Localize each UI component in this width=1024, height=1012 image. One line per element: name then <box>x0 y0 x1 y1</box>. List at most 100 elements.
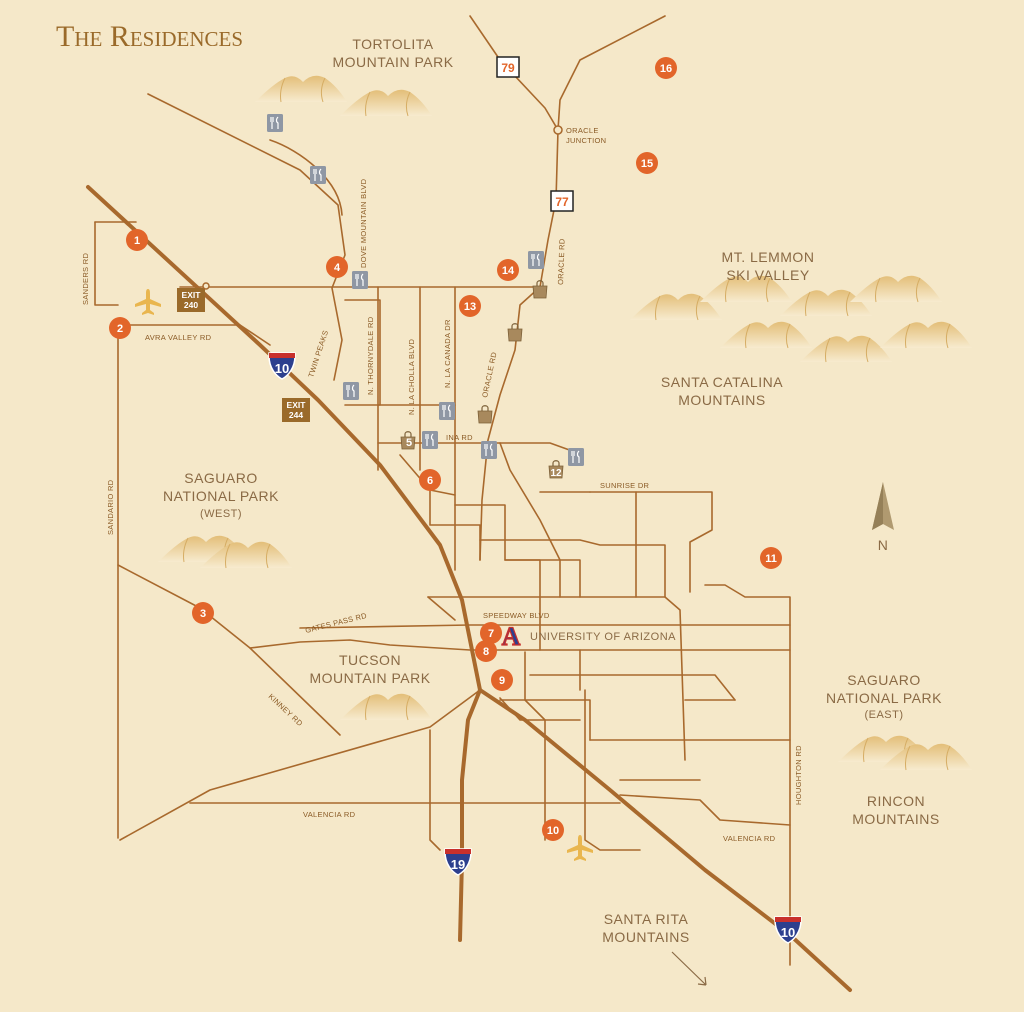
university-of-arizona-logo-icon: A <box>501 621 521 651</box>
svg-text:11: 11 <box>765 553 777 565</box>
svg-text:16: 16 <box>660 63 672 75</box>
label-thornydale-rd: N. THORNYDALE RD <box>366 316 375 395</box>
svg-text:8: 8 <box>483 646 489 658</box>
svg-text:9: 9 <box>499 675 505 687</box>
svg-text:10: 10 <box>781 925 795 940</box>
label-sandario-rd: SANDARIO RD <box>106 479 115 535</box>
svg-text:MOUNTAIN PARK: MOUNTAIN PARK <box>309 670 430 686</box>
location-marker[interactable]: 1 <box>126 229 148 251</box>
svg-text:TUCSON: TUCSON <box>339 652 401 668</box>
region-santa-rita: SANTA RITA MOUNTAINS <box>602 911 689 945</box>
interstate-19 <box>458 688 482 942</box>
label-oracle-junction-2: JUNCTION <box>566 136 606 145</box>
region-rincon: RINCON MOUNTAINS <box>852 793 939 827</box>
interstate-19-shield-icon: 19 <box>444 848 472 876</box>
svg-text:3: 3 <box>200 608 206 620</box>
svg-text:MOUNTAINS: MOUNTAINS <box>852 811 939 827</box>
svg-text:6: 6 <box>427 475 433 487</box>
label-gates-pass-rd: GATES PASS RD <box>304 611 368 635</box>
exit-240-junction-dot <box>202 282 210 290</box>
label-oracle-rd-north: ORACLE RD <box>556 238 567 285</box>
state-route-79-sign-icon: 79 <box>496 56 520 78</box>
svg-text:12: 12 <box>550 468 562 479</box>
svg-text:77: 77 <box>555 195 569 209</box>
region-saguaro-east: SAGUARO NATIONAL PARK (EAST) <box>826 672 942 721</box>
location-marker[interactable]: 16 <box>655 57 677 79</box>
svg-text:244: 244 <box>289 410 303 420</box>
svg-text:SANTA RITA: SANTA RITA <box>604 911 689 927</box>
svg-text:RINCON: RINCON <box>867 793 925 809</box>
label-sanders-rd: SANDERS RD <box>81 253 90 305</box>
mountain-tucson-icon <box>339 693 433 721</box>
mountain-saguaro-west-icon <box>157 535 293 569</box>
north-arrow-icon: N <box>872 482 894 553</box>
location-marker[interactable]: 8 <box>475 640 497 662</box>
label-university-of-arizona: UNIVERSITY OF ARIZONA <box>530 631 676 643</box>
label-avra-valley-rd: AVRA VALLEY RD <box>145 333 212 342</box>
svg-text:NATIONAL PARK: NATIONAL PARK <box>826 690 942 706</box>
svg-text:4: 4 <box>334 262 341 274</box>
location-marker[interactable]: 7 <box>480 622 502 644</box>
airplane-icon <box>135 289 593 861</box>
label-kinney-rd: KINNEY RD <box>267 692 305 728</box>
label-valencia-rd-west: VALENCIA RD <box>303 810 356 819</box>
svg-text:(WEST): (WEST) <box>200 508 242 520</box>
location-marker[interactable]: 2 <box>109 317 131 339</box>
mountain-saguaro-east-icon <box>837 735 973 771</box>
svg-text:NATIONAL PARK: NATIONAL PARK <box>163 488 279 504</box>
svg-text:MOUNTAINS: MOUNTAINS <box>678 392 765 408</box>
svg-text:TORTOLITA: TORTOLITA <box>352 36 433 52</box>
svg-text:SAGUARO: SAGUARO <box>184 470 258 486</box>
label-ina-rd: INA RD <box>446 433 473 442</box>
location-marker[interactable]: 4 <box>326 256 348 278</box>
region-mt-lemmon: MT. LEMMON SKI VALLEY <box>722 249 814 283</box>
label-oracle-junction-1: ORACLE <box>566 126 599 135</box>
location-marker[interactable]: 3 <box>192 602 214 624</box>
svg-text:(EAST): (EAST) <box>864 709 903 721</box>
svg-text:5: 5 <box>406 437 412 449</box>
location-marker[interactable]: 10 <box>542 819 564 841</box>
svg-text:1: 1 <box>134 235 140 247</box>
svg-text:A: A <box>502 622 521 651</box>
map-title: The Residences <box>56 20 243 53</box>
location-marker[interactable]: 11 <box>760 547 782 569</box>
svg-text:MOUNTAINS: MOUNTAINS <box>602 929 689 945</box>
location-marker[interactable]: 14 <box>497 259 519 281</box>
svg-text:SKI VALLEY: SKI VALLEY <box>726 267 810 283</box>
compass-label: N <box>878 537 889 553</box>
svg-text:14: 14 <box>502 265 515 277</box>
location-marker[interactable]: 5 <box>406 437 412 449</box>
road-network <box>94 15 791 966</box>
label-speedway-blvd: SPEEDWAY BLVD <box>483 611 550 620</box>
interstate-10 <box>86 185 852 992</box>
svg-text:15: 15 <box>641 158 653 170</box>
label-sunrise-dr: SUNRISE DR <box>600 481 650 490</box>
label-twin-peaks: TWIN PEAKS <box>306 329 330 379</box>
location-marker[interactable]: 6 <box>419 469 441 491</box>
location-marker[interactable]: 12 <box>550 468 562 479</box>
label-la-canada-dr: N. LA CANADA DR <box>443 319 452 388</box>
location-marker[interactable]: 9 <box>491 669 513 691</box>
interstate-10-south-shield-icon: 10 <box>774 916 802 944</box>
interstate-10-north-shield-icon: 10 <box>268 352 296 380</box>
label-la-cholla-blvd: N. LA CHOLLA BLVD <box>407 338 416 415</box>
svg-text:10: 10 <box>275 361 289 376</box>
svg-text:7: 7 <box>488 628 494 640</box>
region-tucson-mountain: TUCSON MOUNTAIN PARK <box>309 652 430 686</box>
svg-text:10: 10 <box>547 825 559 837</box>
location-marker[interactable]: 15 <box>636 152 658 174</box>
svg-text:19: 19 <box>451 857 465 872</box>
label-houghton-rd: HOUGHTON RD <box>794 745 803 805</box>
svg-text:2: 2 <box>117 323 123 335</box>
svg-text:SANTA CATALINA: SANTA CATALINA <box>661 374 783 390</box>
santa-rita-arrow-icon <box>671 951 707 986</box>
svg-text:79: 79 <box>501 61 515 75</box>
svg-text:EXIT: EXIT <box>287 400 307 410</box>
svg-text:13: 13 <box>464 301 476 313</box>
mountain-catalina-icon <box>629 275 973 363</box>
location-marker[interactable]: 13 <box>459 295 481 317</box>
label-dove-mountain-blvd: DOVE MOUNTAIN BLVD <box>359 178 368 268</box>
region-santa-catalina: SANTA CATALINA MOUNTAINS <box>661 374 783 408</box>
label-valencia-rd-east: VALENCIA RD <box>723 834 776 843</box>
